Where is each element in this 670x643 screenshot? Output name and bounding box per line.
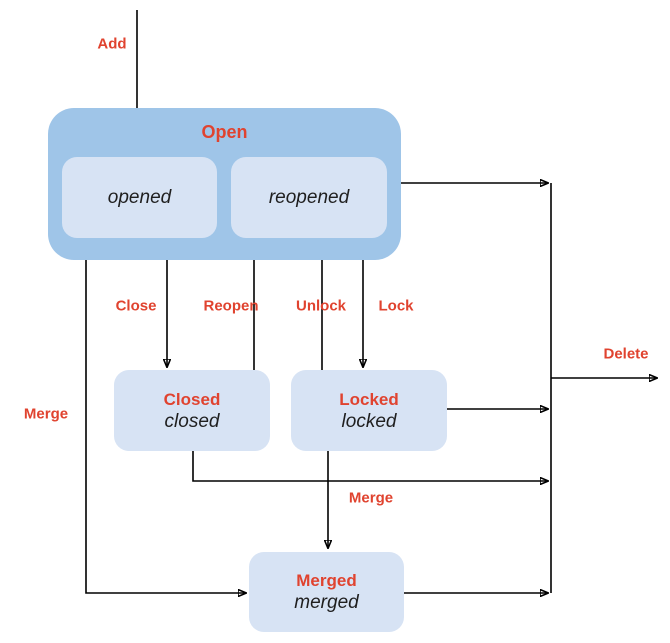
edge-label-close: Close <box>115 297 157 315</box>
node-closed-title: Closed <box>163 389 221 409</box>
edge-label-reopen: Reopen <box>203 297 259 315</box>
node-locked: Locked locked <box>291 370 447 451</box>
edge-closed-to-collector <box>192 451 548 481</box>
node-reopened: reopened <box>231 157 387 238</box>
edge-label-unlock: Unlock <box>295 297 347 315</box>
edge-label-merge-open: Merge <box>23 405 69 423</box>
edge-label-merge-locked: Merge <box>348 489 394 507</box>
node-opened-label: opened <box>107 186 172 208</box>
node-merged-subtitle: merged <box>294 592 359 613</box>
node-reopened-label: reopened <box>268 186 350 208</box>
node-opened: opened <box>62 157 217 238</box>
node-closed-subtitle: closed <box>164 410 220 432</box>
edge-label-delete: Delete <box>603 345 649 363</box>
node-locked-title: Locked <box>339 389 399 409</box>
node-merged: Merged merged <box>249 552 404 632</box>
edge-merge-open-arrow <box>85 260 246 593</box>
edge-label-add: Add <box>97 35 127 53</box>
node-open: Open opened reopened <box>48 108 401 260</box>
node-locked-subtitle: locked <box>341 410 397 432</box>
node-closed: Closed closed <box>114 370 270 451</box>
node-merged-title: Merged <box>296 571 357 590</box>
node-open-title: Open <box>201 122 248 142</box>
edge-label-lock: Lock <box>378 297 414 315</box>
